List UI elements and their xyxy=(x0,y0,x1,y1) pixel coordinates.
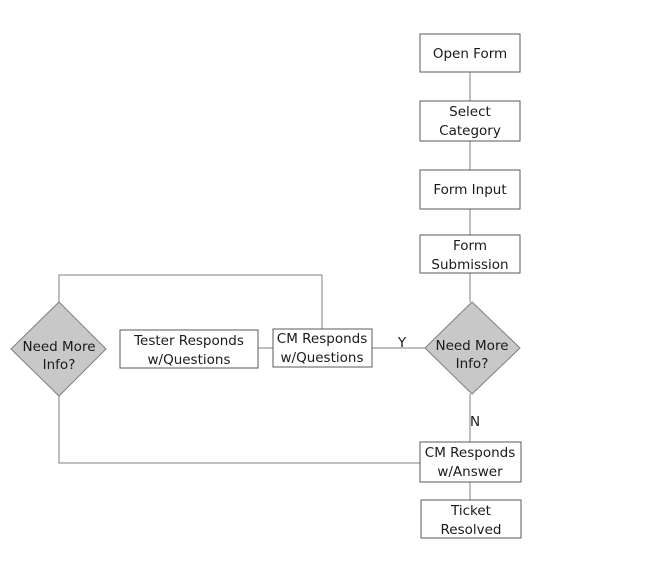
node-cm-responds-answer: CM Responds w/Answer xyxy=(419,441,522,483)
node-cm-responds-answer-line2: w/Answer xyxy=(437,464,503,480)
node-tester-responds: Tester Responds w/Questions xyxy=(119,329,259,369)
node-cm-responds-questions-line1: CM Responds xyxy=(277,331,367,347)
node-select-category-line2: Category xyxy=(439,123,501,139)
node-select-category-line1: Select xyxy=(449,104,491,120)
node-decision-left-line1: Need More xyxy=(22,339,95,355)
connectors xyxy=(58,72,471,500)
node-decision-left: Need More Info? xyxy=(10,301,107,397)
node-ticket-resolved-line1: Ticket xyxy=(450,503,491,519)
connector-cm-questions-to-left-decision xyxy=(58,274,323,329)
node-cm-responds-questions: CM Responds w/Questions xyxy=(272,328,373,368)
node-ticket-resolved-line2: Resolved xyxy=(441,522,502,538)
node-select-category: Select Category xyxy=(419,100,521,142)
node-form-input: Form Input xyxy=(419,169,521,210)
node-form-submission-line2: Submission xyxy=(431,257,508,273)
connector-left-decision-to-cm-answer xyxy=(58,396,420,464)
node-form-submission: Form Submission xyxy=(419,234,521,274)
node-decision-right-line2: Info? xyxy=(456,356,489,372)
node-form-input-label: Form Input xyxy=(433,182,506,198)
edge-label-yes: Y xyxy=(397,335,407,351)
node-form-submission-line1: Form xyxy=(453,238,487,254)
node-open-form-label: Open Form xyxy=(433,46,507,62)
node-ticket-resolved: Ticket Resolved xyxy=(420,499,522,539)
node-tester-responds-line2: w/Questions xyxy=(147,352,230,368)
node-tester-responds-line1: Tester Responds xyxy=(133,333,244,349)
node-cm-responds-questions-line2: w/Questions xyxy=(280,350,363,366)
node-cm-responds-answer-line1: CM Responds xyxy=(425,445,515,461)
edge-label-no: N xyxy=(470,414,480,430)
node-decision-right: Need More Info? xyxy=(424,301,521,395)
node-open-form: Open Form xyxy=(419,33,521,73)
node-decision-left-line2: Info? xyxy=(43,357,76,373)
node-decision-right-line1: Need More xyxy=(435,338,508,354)
